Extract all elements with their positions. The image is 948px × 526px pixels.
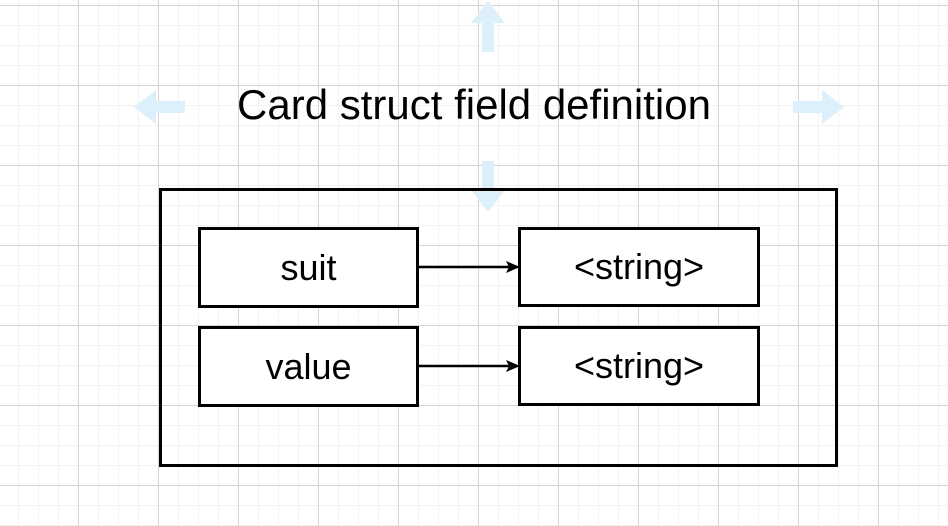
- scroll-down-arrow-icon[interactable]: [470, 161, 506, 218]
- field-type-box-suit[interactable]: <string>: [518, 227, 760, 307]
- field-type-connector-suit: [416, 257, 522, 277]
- struct-container-box: [159, 188, 838, 467]
- scroll-right-arrow-icon[interactable]: [793, 89, 845, 130]
- field-type-connector-value: [416, 356, 522, 376]
- diagram-title: Card struct field definition: [237, 81, 711, 128]
- scroll-left-arrow-icon[interactable]: [133, 89, 185, 130]
- field-name-box-value[interactable]: value: [198, 326, 419, 407]
- field-type-box-value[interactable]: <string>: [518, 326, 760, 406]
- scroll-up-arrow-icon[interactable]: [470, 0, 506, 57]
- field-name-box-suit[interactable]: suit: [198, 227, 419, 308]
